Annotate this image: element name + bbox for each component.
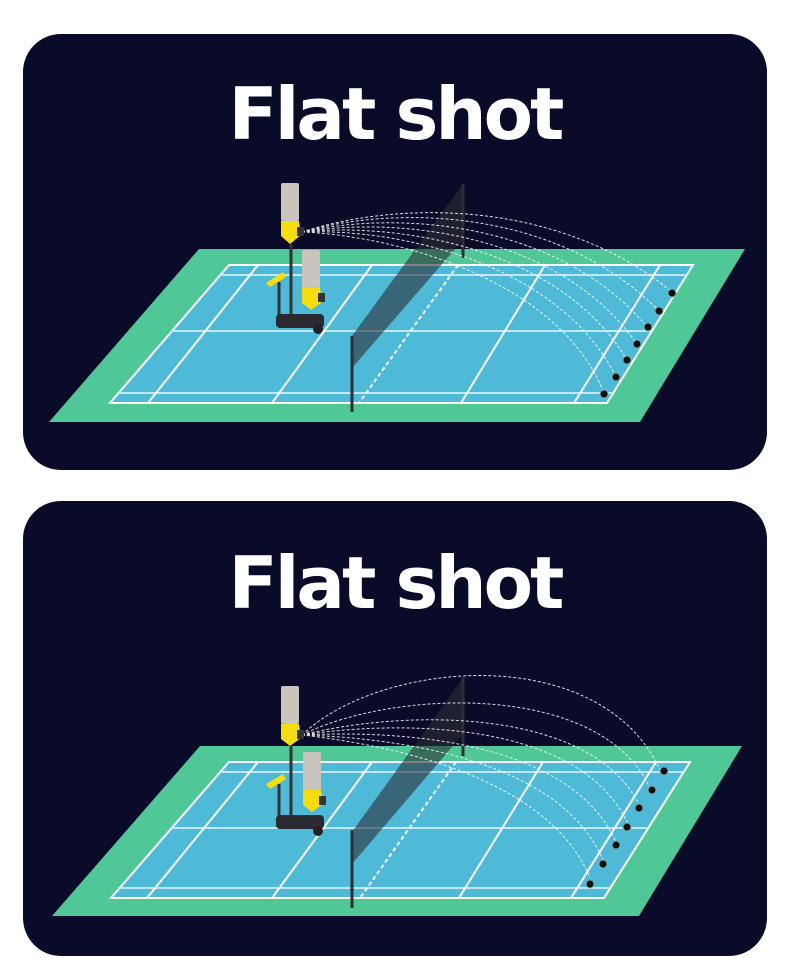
shuttle-launcher-machine-ground <box>266 752 326 836</box>
badminton-court-illustration <box>52 675 742 916</box>
court-surface <box>111 762 690 898</box>
court-surface <box>110 265 693 403</box>
badminton-court-illustration <box>49 183 745 422</box>
net-mesh <box>352 678 463 864</box>
shuttle-trajectories <box>301 212 673 394</box>
card-title: Flat shot <box>228 72 565 156</box>
court-lines <box>108 761 692 899</box>
card-title: Flat shot <box>228 541 565 625</box>
shuttlecocks <box>599 288 677 399</box>
shuttle-launcher-machine-raised <box>281 686 304 818</box>
shuttle-launcher-machine-raised <box>281 183 304 320</box>
shuttle-launcher-machine-ground <box>266 250 325 334</box>
shuttlecocks <box>585 766 669 889</box>
flat-shot-card-2: Flat shot <box>23 501 767 956</box>
net-mesh <box>352 184 463 368</box>
flat-shot-card-1: Flat shot <box>23 34 767 470</box>
shuttle-trajectories <box>301 675 661 879</box>
court-lines <box>107 264 695 404</box>
